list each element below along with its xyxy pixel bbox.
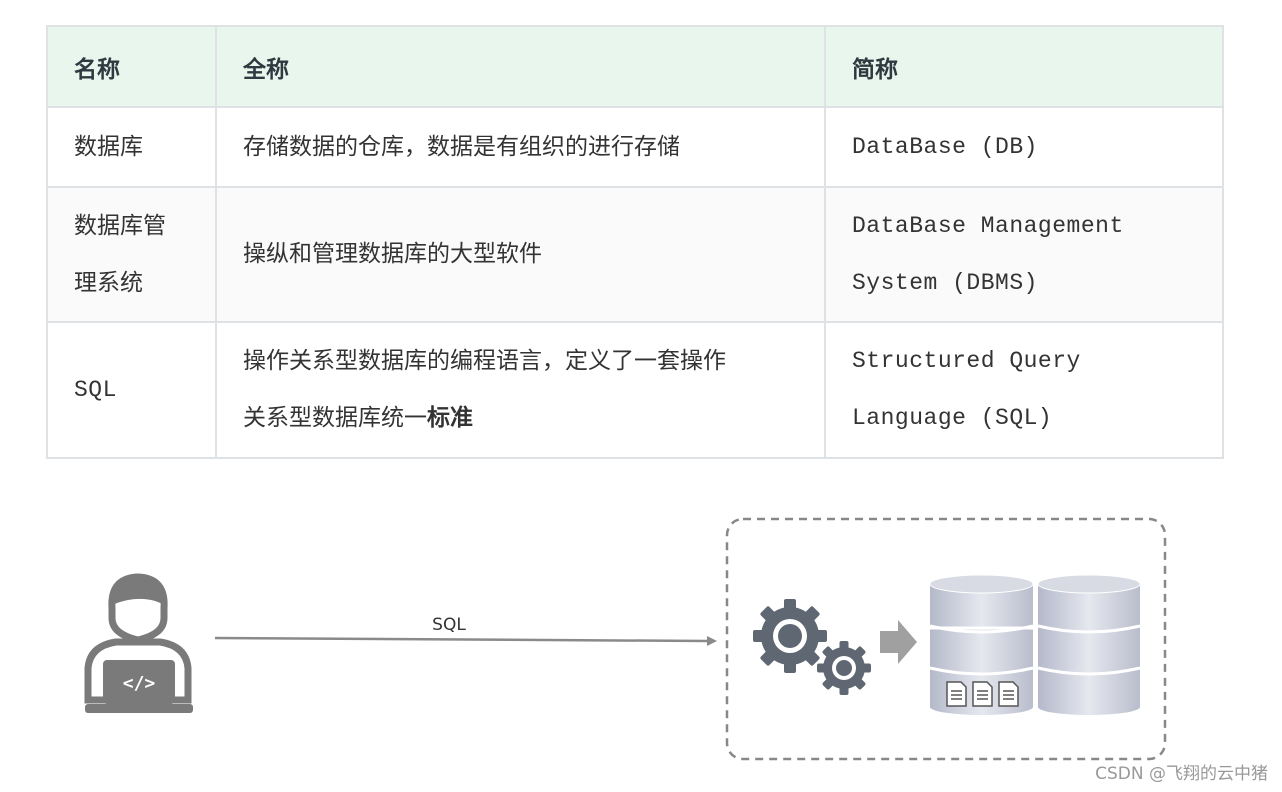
cell-fullname-text: 关系型数据库统一 [243,405,427,431]
terms-table: 名称 全称 简称 数据库 存储数据的仓库，数据是有组织的进行存储 DataBas… [46,25,1224,459]
cell-abbr: DataBase (DB) [824,106,1224,188]
header-fullname: 全称 [215,25,826,108]
header-name: 名称 [46,25,217,108]
cell-fullname-line: 关系型数据库统一标准 [243,390,798,447]
sql-arrow: SQL [214,615,717,646]
header-abbr: 简称 [824,25,1224,108]
cell-name: SQL [46,321,217,459]
laptop-code-symbol: </> [123,673,156,694]
sql-flow-diagram: </> SQL [84,517,1167,761]
arrow-right-icon [880,620,917,664]
arrow-label: SQL [432,615,466,635]
cell-abbr-line: System (DBMS) [852,269,1038,296]
cell-abbr-line: DataBase Management [852,212,1124,239]
cell-abbr: DataBase Management System (DBMS) [824,186,1224,323]
table-row: 数据库管 理系统 操纵和管理数据库的大型软件 DataBase Manageme… [46,186,1224,323]
cell-name: 数据库管 理系统 [46,186,217,323]
cell-abbr: Structured Query Language (SQL) [824,321,1224,459]
cell-fullname: 操纵和管理数据库的大型软件 [215,186,826,323]
cell-fullname-bold: 标准 [427,405,473,431]
watermark: CSDN @飞翔的云中猪 [1095,764,1268,784]
dbms-box [725,517,1167,761]
cell-name-line: 数据库管 [74,212,166,239]
cell-abbr-line: Language (SQL) [852,405,1053,431]
cell-fullname-line: 操作关系型数据库的编程语言，定义了一套操作 [243,348,726,374]
developer-icon: </> [84,573,193,713]
document-icon [946,681,967,707]
table-row: 数据库 存储数据的仓库，数据是有组织的进行存储 DataBase (DB) [46,106,1224,188]
cell-fullname: 操作关系型数据库的编程语言，定义了一套操作 关系型数据库统一标准 [215,321,826,459]
table-header-row: 名称 全称 简称 [46,25,1224,108]
cell-name: 数据库 [46,106,217,188]
database-icon [1037,574,1141,715]
document-icon [998,681,1019,707]
document-icon [972,681,993,707]
table-row: SQL 操作关系型数据库的编程语言，定义了一套操作 关系型数据库统一标准 Str… [46,321,1224,459]
cell-abbr-line: Structured Query [852,348,1081,374]
gear-icon [753,599,871,695]
cell-name-line: 理系统 [74,269,143,296]
cell-fullname: 存储数据的仓库，数据是有组织的进行存储 [215,106,826,188]
